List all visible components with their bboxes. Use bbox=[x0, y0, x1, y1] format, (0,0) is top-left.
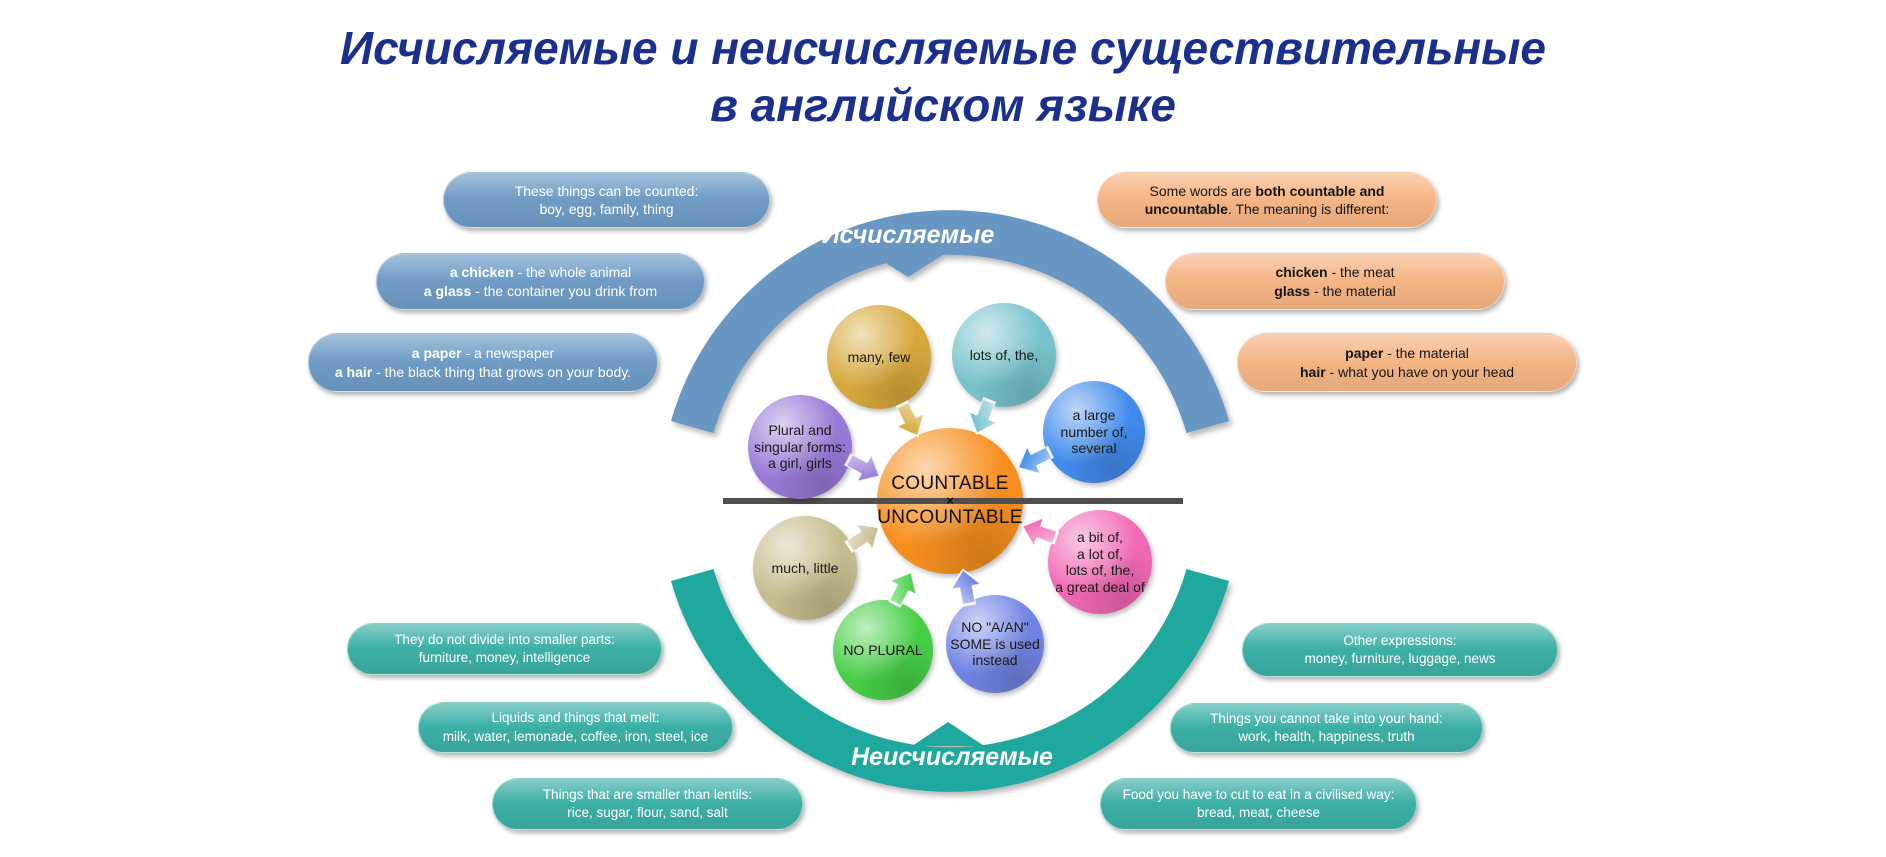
uncountable-note-right-2: Things you cannot take into your hand:wo… bbox=[1170, 703, 1483, 753]
circle-a-bit-of: a bit of, a lot of, lots of, the, a grea… bbox=[1048, 510, 1152, 614]
uncountable-note-left-2: Liquids and things that melt:milk, water… bbox=[418, 702, 733, 753]
countable-note-1: These things can be counted:boy, egg, fa… bbox=[443, 172, 770, 228]
circle-many-few: many, few bbox=[827, 305, 931, 409]
uncountable-note-right-1: Other expressions:money, furniture, lugg… bbox=[1242, 623, 1558, 677]
uncountable-arc-label: Неисчисляемые bbox=[851, 743, 1053, 771]
center-line-uncountable: UNCOUNTABLE bbox=[877, 507, 1023, 528]
uncountable-note-left-1: They do not divide into smaller parts:fu… bbox=[347, 623, 662, 675]
circle-a-large-number: a large number of, several bbox=[1043, 381, 1145, 483]
uncountable-arc bbox=[671, 569, 1229, 792]
circle-plural-singular-forms: Plural and singular forms: a girl, girls bbox=[748, 395, 852, 499]
countable-arc bbox=[671, 210, 1229, 433]
countable-arc-label: Исчисляемые bbox=[821, 221, 995, 249]
circle-much-little: much, little bbox=[753, 516, 857, 620]
center-circle-text: COUNTABLE × UNCOUNTABLE bbox=[877, 428, 1023, 574]
circle-no-a-an: NO "A/AN" SOME is used instead bbox=[946, 595, 1044, 693]
times-separator: × bbox=[946, 493, 954, 508]
uncountable-note-right-3: Food you have to cut to eat in a civilis… bbox=[1100, 778, 1417, 830]
center-line-countable: COUNTABLE bbox=[891, 473, 1009, 494]
countable-uncountable-divider bbox=[723, 498, 1183, 504]
page-title: Исчисляемые и неисчисляемые существитель… bbox=[340, 22, 1546, 131]
circle-lots-of-the: lots of, the, bbox=[952, 303, 1056, 407]
uncountable-note-left-3: Things that are smaller than lentils:ric… bbox=[492, 778, 803, 830]
circle-no-plural: NO PLURAL bbox=[833, 600, 933, 700]
